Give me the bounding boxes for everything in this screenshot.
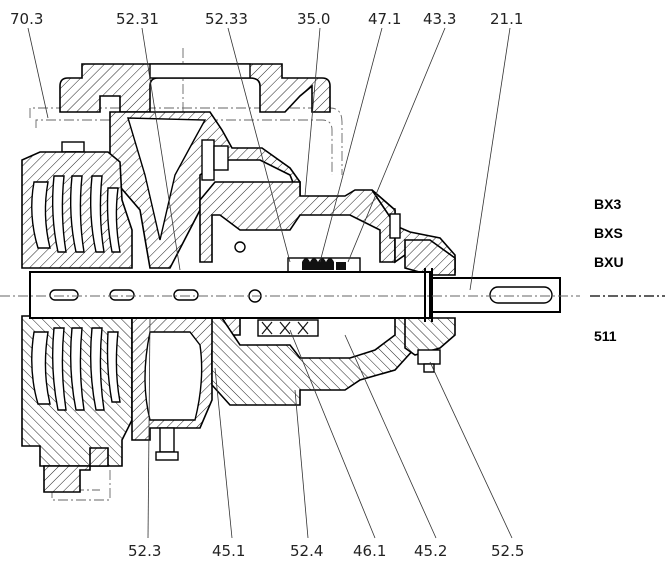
bottom-bolt [155, 427, 179, 461]
model-codes: BX3 BXS BXU 511 [594, 196, 624, 344]
leader-52-31 [141, 27, 181, 271]
code-bx3: BX3 [594, 196, 621, 212]
label-52-4: 52.4 [290, 542, 323, 560]
mechanical-seal [287, 257, 361, 273]
label-35-0: 35.0 [297, 10, 330, 28]
right-bolt-bottom [417, 349, 441, 373]
label-52-3: 52.3 [128, 542, 161, 560]
leader-lines [27, 27, 513, 539]
label-43-3: 43.3 [423, 10, 456, 28]
label-52-33: 52.33 [205, 10, 248, 28]
top-part-labels: 70.3 52.31 52.33 35.0 47.1 43.3 21.1 [10, 10, 523, 28]
pump-geometry [0, 48, 665, 501]
leader-43-3 [347, 27, 446, 263]
leader-52-4 [294, 389, 309, 539]
leader-52-3 [147, 317, 151, 539]
code-bxu: BXU [594, 254, 624, 270]
label-45-1: 45.1 [212, 542, 245, 560]
leader-47-1 [319, 27, 383, 263]
discharge-channel [127, 117, 207, 241]
bearing-housing-lower [404, 317, 456, 356]
bearing-cover-upper [404, 239, 456, 276]
right-bolt-top [389, 208, 401, 239]
bearing-bracket-upper [199, 181, 396, 263]
leader-52-5 [429, 361, 513, 539]
bottom-part-labels: 52.3 45.1 52.4 46.1 45.2 52.5 [128, 542, 524, 560]
top-bolt-right [201, 139, 229, 181]
label-46-1: 46.1 [353, 542, 386, 560]
label-52-5: 52.5 [491, 542, 524, 560]
leader-70-3 [27, 27, 49, 119]
label-47-1: 47.1 [368, 10, 401, 28]
impeller-stack-lower [31, 327, 121, 411]
label-52-31: 52.31 [116, 10, 159, 28]
label-21-1: 21.1 [490, 10, 523, 28]
discharge-port [149, 63, 251, 79]
code-511: 511 [594, 328, 617, 344]
code-bxs: BXS [594, 225, 623, 241]
leader-45-2 [344, 334, 437, 539]
leader-35-0 [304, 27, 321, 197]
leader-21-1 [469, 27, 511, 291]
pump-shaft [29, 268, 561, 322]
bearing-lower [257, 319, 319, 337]
label-45-2: 45.2 [414, 542, 447, 560]
pump-foot [43, 447, 109, 493]
leader-45-1 [214, 367, 233, 539]
impeller-stack-upper [31, 175, 121, 253]
leader-46-1 [289, 329, 376, 539]
leader-52-33 [227, 27, 291, 263]
label-70-3: 70.3 [10, 10, 43, 28]
suction-channel [144, 331, 203, 421]
